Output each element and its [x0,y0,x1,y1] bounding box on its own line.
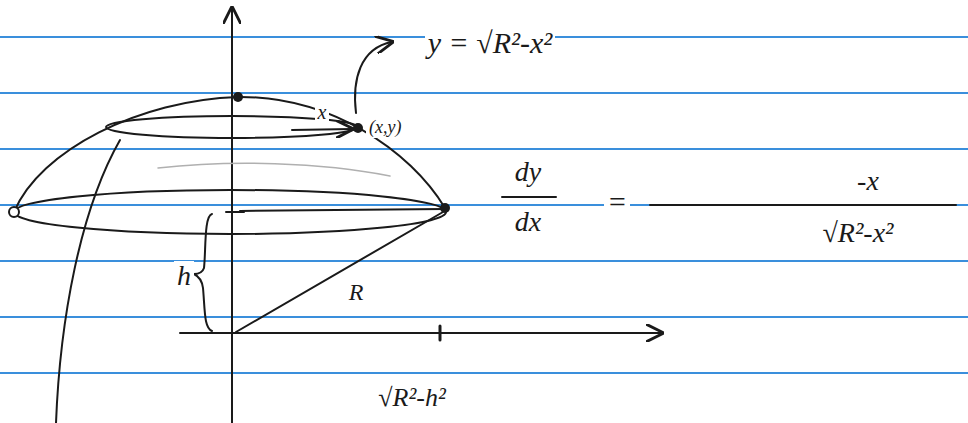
fraction-bar [650,204,956,206]
math-label: -x [854,166,882,197]
math-label: √R²-x² [819,218,896,249]
center-mark [226,211,244,213]
point-dot [233,92,243,102]
math-label: dy [512,157,544,188]
math-label: = [604,185,630,218]
math-label: √R²-h² [375,384,448,413]
point-dot [353,123,363,133]
sphere-outline [56,140,120,423]
math-label: x [315,101,330,123]
h-brace [194,214,212,331]
math-label: R [346,279,367,305]
math-label: dx [512,207,544,238]
base-radius [240,209,445,211]
base-circle [14,190,446,234]
cap-dome [14,97,445,212]
math-label: h [174,261,194,292]
point-dot [9,207,19,217]
faint-arc [158,163,390,176]
fraction-bar [502,196,556,198]
point-dot [440,203,450,213]
math-label: (x,y) [366,118,404,138]
ruled-lines [0,37,968,373]
x-arrow [292,129,352,130]
axis-tick [439,326,442,340]
sphere-radius [236,212,443,332]
math-label: y = √R²-x² [425,26,556,59]
x-axis [180,332,662,334]
y-axis [231,8,233,423]
curve-arrow [355,42,392,113]
